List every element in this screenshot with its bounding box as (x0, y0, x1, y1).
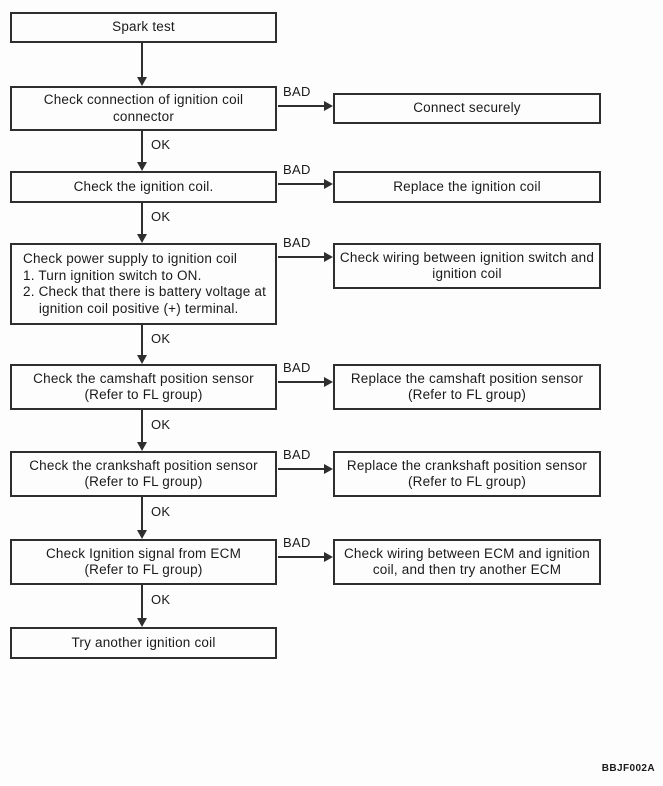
ok-label-5: OK (151, 504, 171, 519)
connector-line-down (141, 203, 143, 234)
arrowhead-down-icon (137, 530, 147, 539)
flow-node-check-6: Check Ignition signal from ECM (Refer to… (10, 539, 277, 585)
bad-label-1: BAD (283, 84, 311, 99)
bad-label-2: BAD (283, 162, 311, 177)
flow-node-remedy-5: Replace the crankshaft position sensor (… (333, 451, 601, 497)
arrowhead-right-icon (324, 101, 333, 111)
ok-label-1: OK (151, 137, 171, 152)
flow-node-remedy-4: Replace the camshaft position sensor (Re… (333, 364, 601, 410)
ok-label-3: OK (151, 331, 171, 346)
flow-node-remedy-2: Replace the ignition coil (333, 171, 601, 203)
figure-code-label: BBJF002A (601, 763, 655, 774)
ok-label-2: OK (151, 209, 171, 224)
flow-node-check-1: Check connection of ignition coil connec… (10, 86, 277, 131)
connector-line-bad-2 (278, 183, 324, 185)
connector-line-bad-5 (278, 468, 324, 470)
arrowhead-down-icon (137, 234, 147, 243)
arrowhead-right-icon (324, 552, 333, 562)
connector-line-down (141, 325, 143, 355)
connector-line-bad-4 (278, 381, 324, 383)
flow-node-remedy-3: Check wiring between ignition switch and… (333, 243, 601, 289)
connector-line-bad-1 (278, 105, 324, 107)
connector-line-bad-3 (278, 256, 324, 258)
bad-label-4: BAD (283, 360, 311, 375)
bad-label-6: BAD (283, 535, 311, 550)
flow-node-check-2: Check the ignition coil. (10, 171, 277, 203)
flow-node-final: Try another ignition coil (10, 627, 277, 659)
bad-label-3: BAD (283, 235, 311, 250)
flow-node-remedy-1: Connect securely (333, 93, 601, 124)
connector-line-down (141, 497, 143, 530)
flow-node-check-3: Check power supply to ignition coil 1. T… (10, 243, 277, 325)
arrowhead-right-icon (324, 179, 333, 189)
arrowhead-right-icon (324, 464, 333, 474)
connector-line-down (141, 43, 143, 77)
arrowhead-down-icon (137, 355, 147, 364)
arrowhead-down-icon (137, 77, 147, 86)
connector-line-down (141, 410, 143, 442)
connector-line-bad-6 (278, 556, 324, 558)
connector-line-down (141, 131, 143, 162)
ok-label-6: OK (151, 592, 171, 607)
bad-label-5: BAD (283, 447, 311, 462)
flow-node-check-4: Check the camshaft position sensor (Refe… (10, 364, 277, 410)
arrowhead-right-icon (324, 252, 333, 262)
arrowhead-down-icon (137, 442, 147, 451)
connector-line-down (141, 585, 143, 618)
arrowhead-down-icon (137, 618, 147, 627)
flow-node-check-5: Check the crankshaft position sensor (Re… (10, 451, 277, 497)
flow-node-remedy-6: Check wiring between ECM and ignition co… (333, 539, 601, 585)
arrowhead-down-icon (137, 162, 147, 171)
arrowhead-right-icon (324, 377, 333, 387)
flow-node-start: Spark test (10, 12, 277, 43)
ok-label-4: OK (151, 417, 171, 432)
